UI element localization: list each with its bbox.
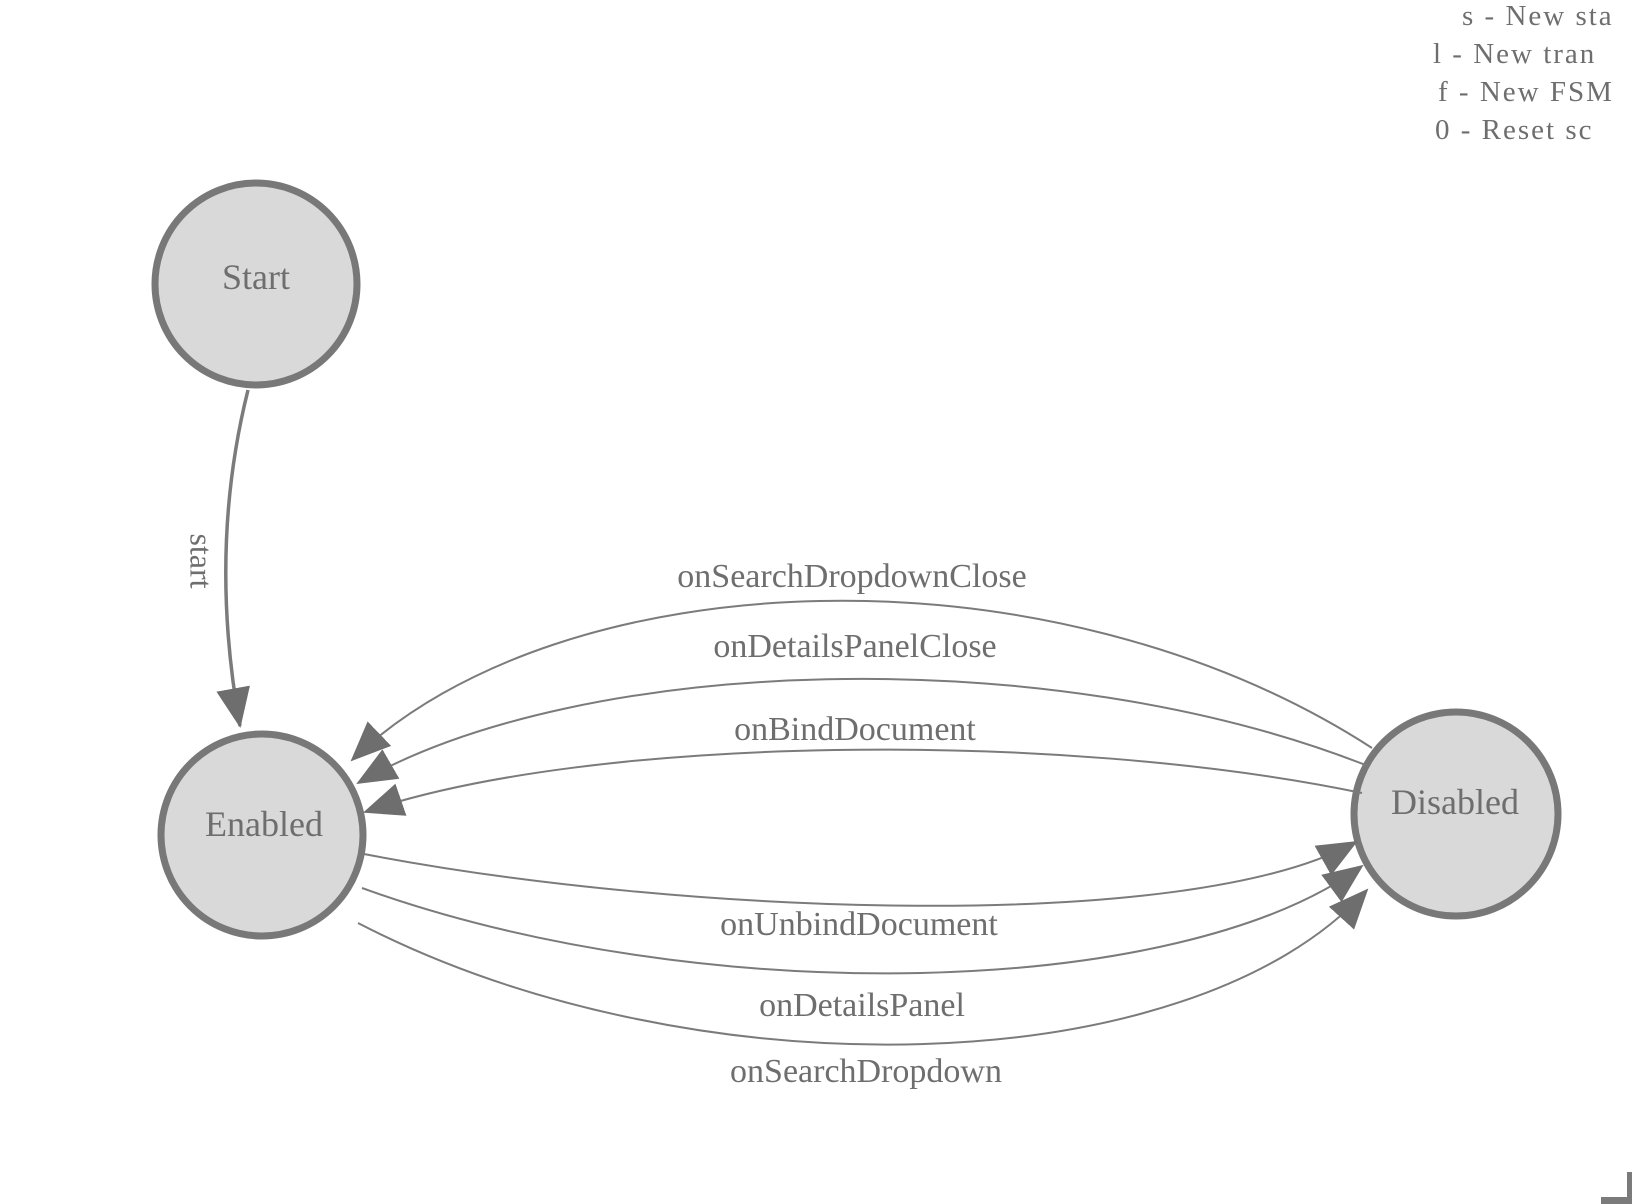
transition-label-onSearchDropdownClose: onSearchDropdownClose (677, 558, 1027, 595)
state-label-enabled[interactable]: Enabled (205, 804, 323, 844)
transition-label-onDetailsPanel: onDetailsPanel (759, 987, 965, 1024)
state-label-start[interactable]: Start (222, 257, 290, 297)
transition-label-onUnbindDocument: onUnbindDocument (720, 906, 998, 943)
transition-edge-start (216, 389, 250, 728)
legend-line-new-transition: l - New tran (1433, 38, 1597, 70)
transition-edge-onBindDocument (363, 748, 1363, 816)
state-label-disabled[interactable]: Disabled (1391, 782, 1519, 822)
transition-edge-onDetailsPanelClose (356, 677, 1369, 784)
legend-line-new-state: s - New sta (1462, 0, 1614, 32)
transition-label-onDetailsPanelClose: onDetailsPanelClose (713, 628, 997, 665)
transition-edge-onDetailsPanel (361, 864, 1364, 975)
state-node-enabled[interactable] (157, 730, 367, 940)
shortcut-legend: s - New sta l - New tran f - New FSM 0 -… (1433, 0, 1614, 149)
transition-label-onBindDocument: onBindDocument (734, 711, 976, 748)
transition-label-onSearchDropdown: onSearchDropdown (730, 1053, 1002, 1090)
transition-edge-onUnbindDocument (363, 841, 1358, 907)
transition-edge-onSearchDropdownClose (350, 599, 1373, 762)
legend-line-reset: 0 - Reset sc (1435, 114, 1594, 146)
transition-label-start: start (183, 533, 220, 589)
legend-line-new-fsm: f - New FSM (1438, 76, 1614, 108)
state-node-start[interactable] (151, 179, 361, 389)
frame-corner (1601, 1172, 1632, 1204)
transition-edge-onSearchDropdown (357, 888, 1369, 1046)
state-node-disabled[interactable] (1350, 708, 1562, 920)
